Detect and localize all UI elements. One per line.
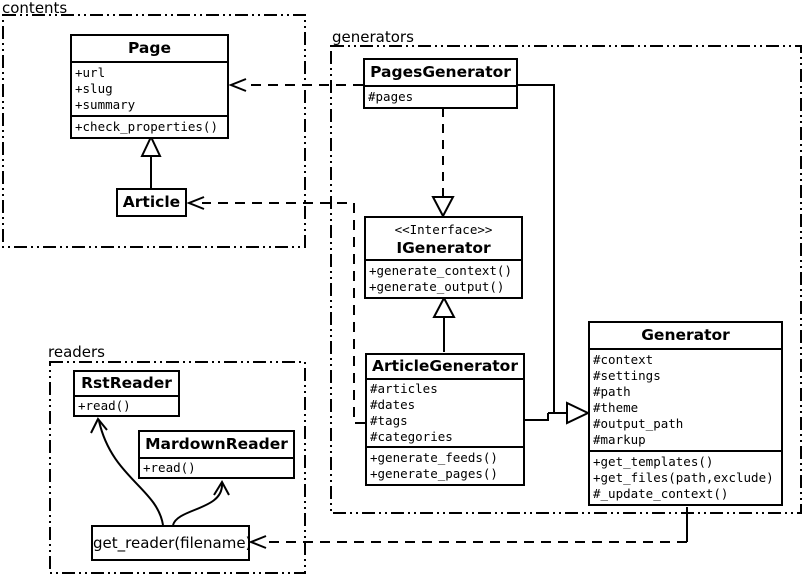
class-generator-methods: +get_templates() +get_files(path,exclude… xyxy=(590,450,781,504)
attribute: #pages xyxy=(368,89,414,104)
call-get-reader-to-rstreader xyxy=(90,417,164,526)
method: +get_files(path,exclude) xyxy=(593,470,774,485)
attribute: #articles xyxy=(370,381,438,396)
dependency-pagesgenerator-to-page xyxy=(228,78,363,92)
class-mardownreader: MardownReader +read() xyxy=(138,430,295,479)
method: +generate_pages() xyxy=(370,466,498,481)
class-page-title: Page xyxy=(127,39,171,57)
class-page-methods: +check_properties() xyxy=(72,115,227,137)
generalization-articlegenerator-to-igenerator xyxy=(432,295,456,352)
package-label-readers: readers xyxy=(48,343,105,361)
dependency-articlegenerator-to-article xyxy=(186,196,365,424)
attribute: #settings xyxy=(593,368,661,383)
class-pagesgenerator-title: PagesGenerator xyxy=(370,63,511,81)
class-igenerator-stereotype: <<Interface>> xyxy=(394,222,493,237)
class-articlegenerator-title: ArticleGenerator xyxy=(372,357,518,375)
class-generator-title: Generator xyxy=(641,326,730,344)
class-pagesgenerator-attributes: #pages xyxy=(365,85,516,107)
class-article: Article xyxy=(116,188,187,217)
attribute: +summary xyxy=(75,97,136,112)
class-articlegenerator-methods: +generate_feeds() +generate_pages() xyxy=(367,446,523,484)
class-igenerator-title: IGenerator xyxy=(396,239,491,257)
method: +generate_output() xyxy=(369,279,505,294)
dependency-generator-to-get-reader xyxy=(248,507,688,549)
class-pagesgenerator: PagesGenerator #pages xyxy=(363,58,518,109)
call-get-reader-to-mardownreader xyxy=(172,479,230,526)
realization-pagesgenerator-to-igenerator xyxy=(431,108,455,219)
class-page: Page +url +slug +summary +check_properti… xyxy=(70,34,229,139)
class-igenerator: <<Interface>> IGenerator +generate_conte… xyxy=(364,216,523,299)
method: +read() xyxy=(143,460,196,475)
class-article-title: Article xyxy=(122,193,181,211)
package-label-generators: generators xyxy=(332,28,414,46)
class-generator: Generator #context #settings #path #them… xyxy=(588,321,783,506)
attribute: #dates xyxy=(370,397,416,412)
package-label-contents: contents xyxy=(2,0,68,17)
class-rstreader-title: RstReader xyxy=(81,374,172,392)
attribute: #markup xyxy=(593,432,646,447)
attribute: +slug xyxy=(75,81,113,96)
method: +get_templates() xyxy=(593,454,714,469)
class-rstreader-methods: +read() xyxy=(75,395,178,415)
attribute: #theme xyxy=(593,400,639,415)
class-mardownreader-title: MardownReader xyxy=(145,435,288,453)
package-border-readers xyxy=(49,361,306,574)
class-rstreader: RstReader +read() xyxy=(73,370,180,417)
attribute: #output_path xyxy=(593,416,684,431)
class-igenerator-methods: +generate_context() +generate_output() xyxy=(366,259,521,297)
method: +read() xyxy=(78,398,131,413)
attribute: #context xyxy=(593,352,654,367)
method: #_update_context() xyxy=(593,486,729,501)
function-box-get-reader: get_reader(filename) xyxy=(91,525,251,561)
attribute: #path xyxy=(593,384,631,399)
method: +check_properties() xyxy=(75,119,218,134)
method: +generate_context() xyxy=(369,263,512,278)
generalization-generators-to-generator xyxy=(518,84,591,425)
class-mardownreader-methods: +read() xyxy=(140,457,293,477)
attribute: #categories xyxy=(370,429,453,444)
attribute: +url xyxy=(75,65,106,80)
class-generator-attributes: #context #settings #path #theme #output_… xyxy=(590,348,781,450)
attribute: #tags xyxy=(370,413,408,428)
class-articlegenerator-attributes: #articles #dates #tags #categories xyxy=(367,378,523,446)
class-articlegenerator: ArticleGenerator #articles #dates #tags … xyxy=(365,353,525,486)
package-border-contents xyxy=(2,14,306,248)
class-page-attributes: +url +slug +summary xyxy=(72,61,227,115)
inheritance-article-to-page xyxy=(140,134,162,188)
method: +generate_feeds() xyxy=(370,450,498,465)
package-border-generators xyxy=(330,45,802,514)
